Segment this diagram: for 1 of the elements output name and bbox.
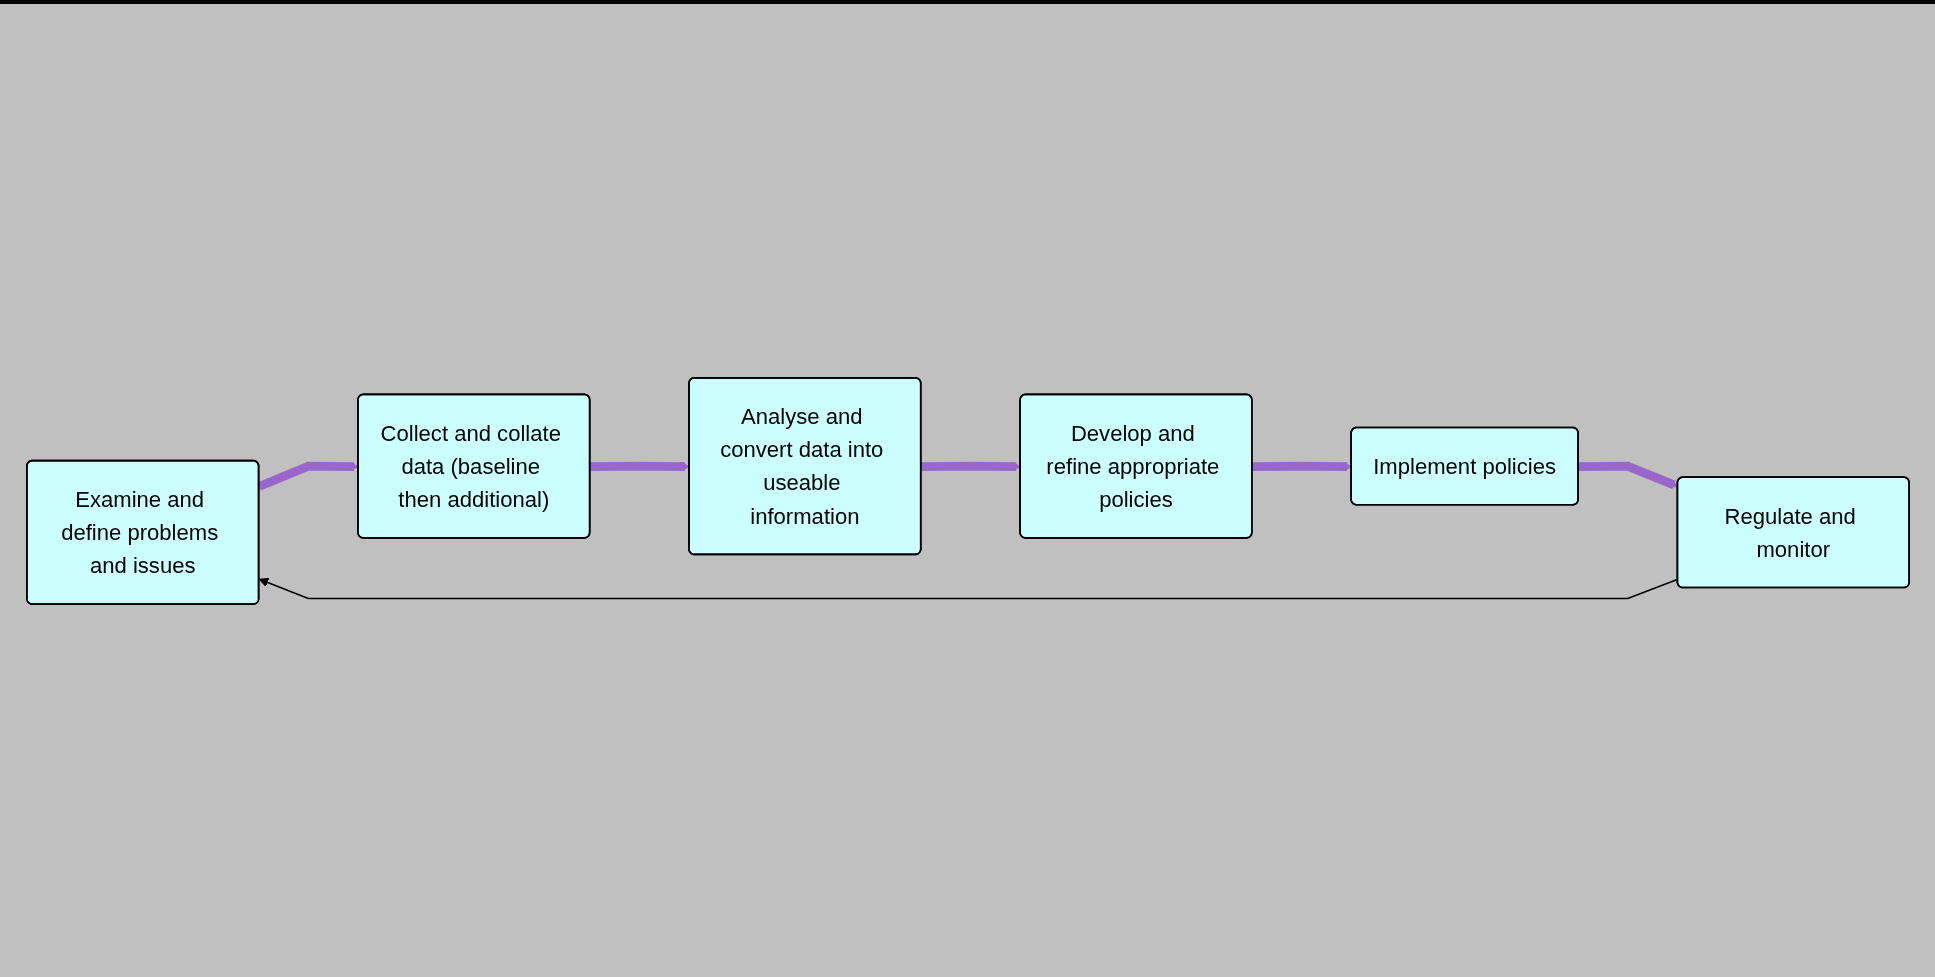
arrow	[1578, 461, 1678, 489]
